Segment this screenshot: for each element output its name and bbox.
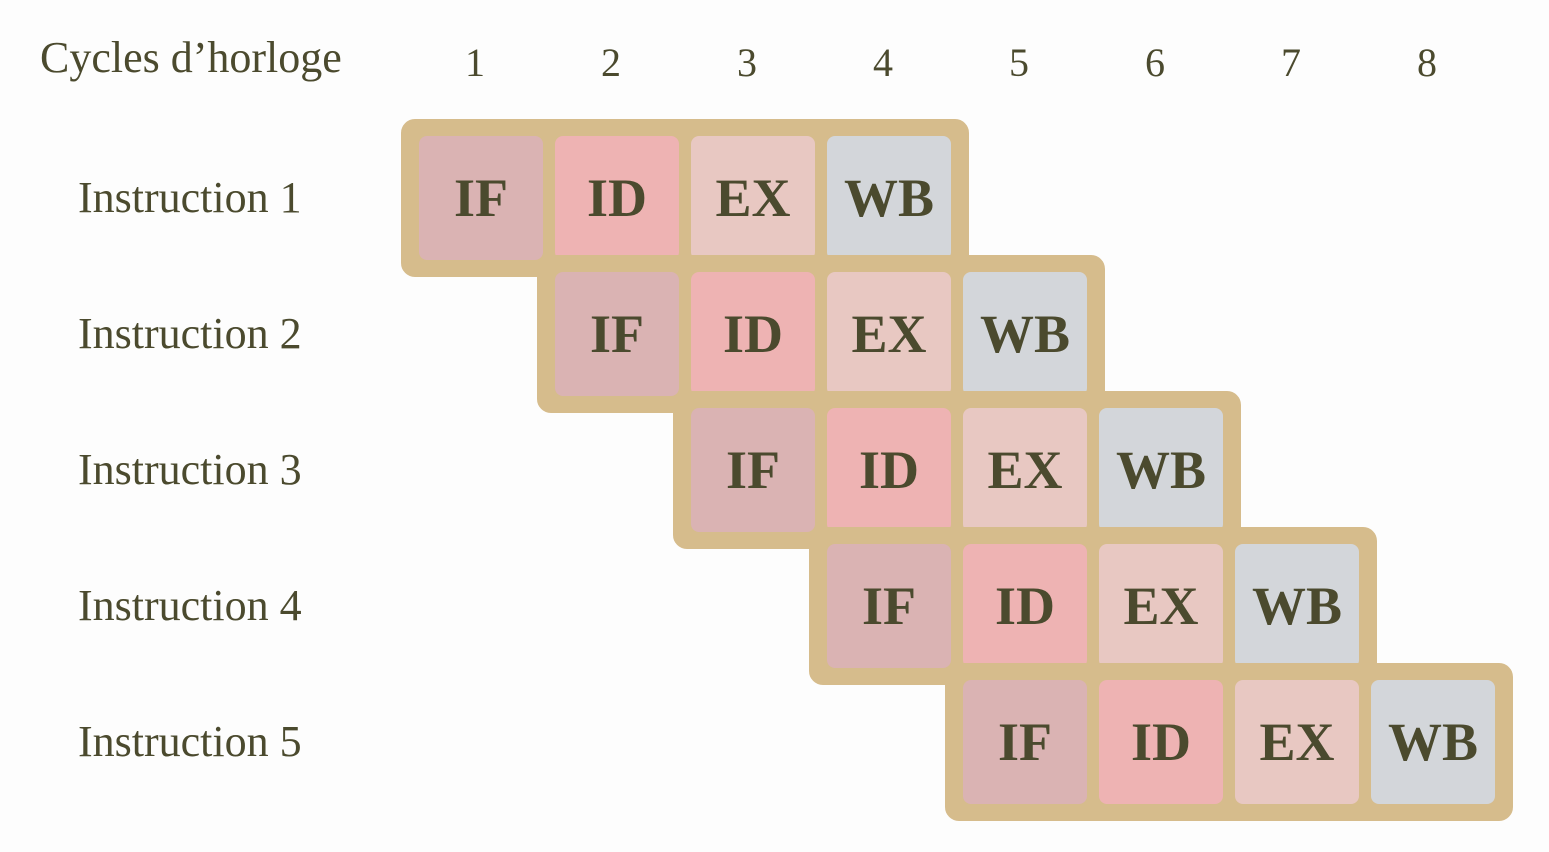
stage-ex-instruction-1: EX [691,136,815,260]
cycle-number-5: 5 [1009,40,1029,85]
stage-id-instruction-3: ID [827,408,951,532]
stage-if-instruction-4: IF [827,544,951,668]
stage-if-instruction-2: IF [555,272,679,396]
stage-ex-instruction-5: EX [1235,680,1359,804]
instruction-label-5: Instruction 5 [78,717,302,766]
stage-wb-instruction-4: WB [1235,544,1359,668]
clock-cycles-header: Cycles d’horloge [40,33,342,82]
cycle-number-4: 4 [873,40,893,85]
instruction-label-3: Instruction 3 [78,445,302,494]
stage-if-instruction-1: IF [419,136,543,260]
stage-wb-instruction-3: WB [1099,408,1223,532]
stage-if-instruction-3: IF [691,408,815,532]
cycle-number-3: 3 [737,40,757,85]
stage-ex-instruction-3: EX [963,408,1087,532]
stage-wb-instruction-5: WB [1371,680,1495,804]
stage-wb-instruction-2: WB [963,272,1087,396]
instruction-label-4: Instruction 4 [78,581,302,630]
stage-id-instruction-5: ID [1099,680,1223,804]
cycle-number-6: 6 [1145,40,1165,85]
stage-wb-instruction-1: WB [827,136,951,260]
instruction-label-2: Instruction 2 [78,309,302,358]
instruction-label-1: Instruction 1 [78,173,302,222]
stage-id-instruction-1: ID [555,136,679,260]
cycle-number-7: 7 [1281,40,1301,85]
cycle-number-2: 2 [601,40,621,85]
cycle-number-8: 8 [1417,40,1437,85]
stage-id-instruction-2: ID [691,272,815,396]
stage-id-instruction-4: ID [963,544,1087,668]
stage-ex-instruction-2: EX [827,272,951,396]
stage-ex-instruction-4: EX [1099,544,1223,668]
cycle-number-1: 1 [465,40,485,85]
stage-if-instruction-5: IF [963,680,1087,804]
